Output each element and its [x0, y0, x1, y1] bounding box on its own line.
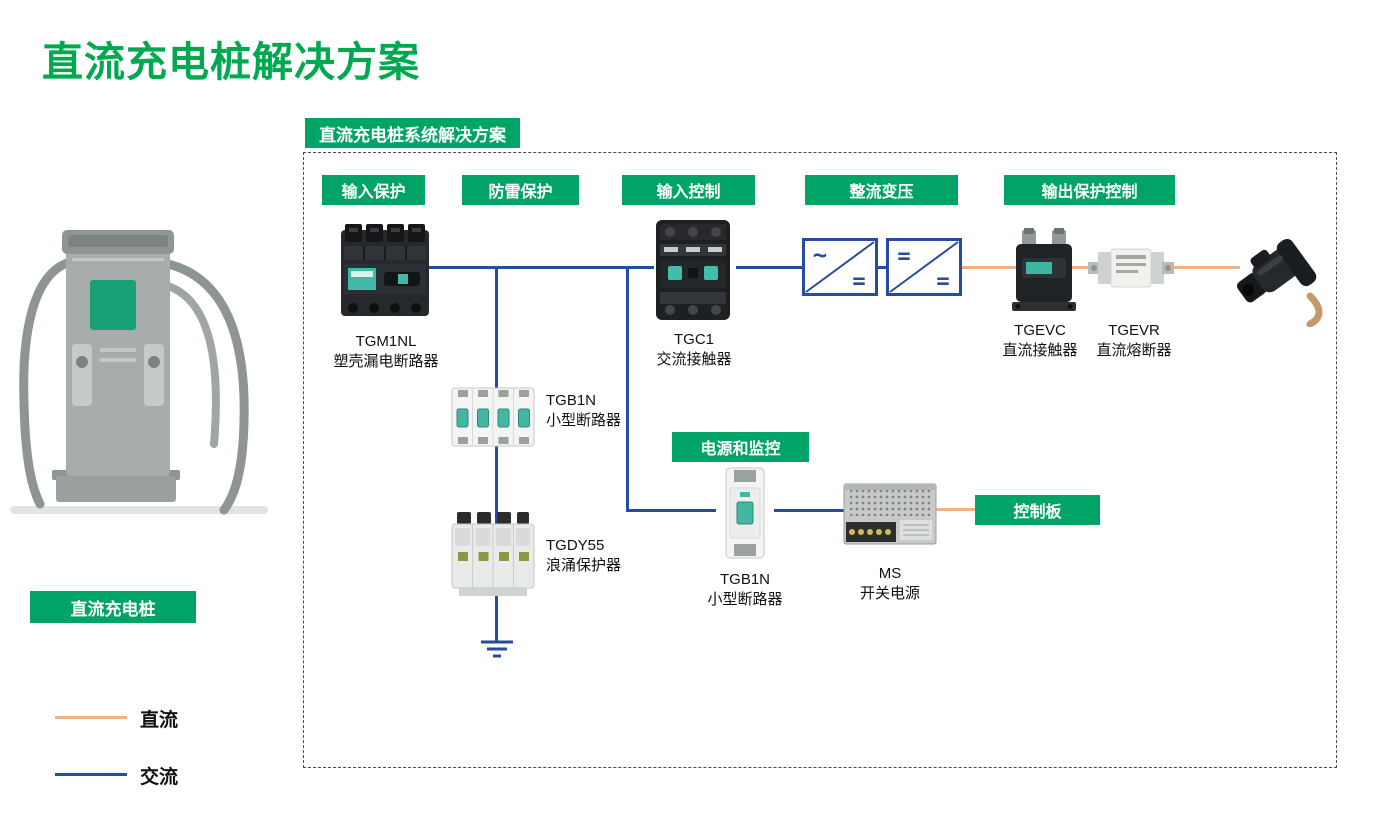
- tgdy55-surge-protector-image: [449, 510, 537, 598]
- badge-output-protection: 输出保护控制: [1004, 175, 1175, 205]
- wire-ac-rectifier-link: [876, 266, 886, 269]
- badge-power-monitoring: 电源和监控: [672, 432, 809, 462]
- ms-label: MS 开关电源: [840, 564, 940, 605]
- legend-ac-line-icon: [55, 773, 127, 776]
- tgm1nl-model: TGM1NL: [355, 333, 417, 350]
- tgb1n-4p-model: TGB1N: [546, 392, 597, 409]
- tgb1n-1p-model: TGB1N: [719, 571, 770, 588]
- tgc1-name: 交流接触器: [656, 351, 732, 369]
- wire-ac-branch-monitoring: [626, 266, 629, 512]
- tgevc-dc-contactor-image: [1010, 228, 1078, 314]
- tgdy55-name: 浪涌保护器: [546, 557, 622, 575]
- ms-power-supply-image: [842, 476, 938, 548]
- badge-input-protection: 输入保护: [322, 175, 425, 205]
- legend-dc-line-icon: [55, 716, 127, 719]
- badge-surge-protection: 防雷保护: [462, 175, 579, 205]
- ms-name: 开关电源: [859, 585, 920, 603]
- tgevr-label: TGEVR 直流熔断器: [1079, 321, 1189, 362]
- tgm1nl-breaker-image: [338, 220, 432, 322]
- tgevr-model: TGEVR: [1108, 322, 1160, 339]
- pile-label-badge: 直流充电桩: [30, 591, 196, 623]
- diagram-dashed-box: [303, 152, 1337, 768]
- wire-ac-breaker-to-psu: [774, 509, 846, 512]
- charging-gun-image: [1226, 222, 1326, 327]
- tgb1n-1p-name: 小型断路器: [707, 591, 783, 609]
- dc-dc-converter-icon: = =: [886, 238, 962, 296]
- legend-dc-label: 直流: [140, 710, 179, 731]
- dc-charging-pile-illustration: [8, 222, 280, 540]
- badge-rectification: 整流变压: [805, 175, 958, 205]
- tgm1nl-label: TGM1NL 塑壳漏电断路器: [300, 332, 472, 373]
- tgb1n-4p-breaker-image: [450, 382, 536, 452]
- tgevc-model: TGEVC: [1014, 322, 1066, 339]
- tgevc-label: TGEVC 直流接触器: [985, 321, 1095, 362]
- ms-model: MS: [878, 565, 902, 582]
- tgevr-name: 直流熔断器: [1096, 342, 1172, 360]
- acdc-top-symbol: ~: [813, 241, 827, 269]
- ac-dc-converter-icon: ~ =: [802, 238, 878, 296]
- dcdc-bottom-symbol: =: [936, 269, 949, 294]
- wire-ac-branch-protection: [495, 266, 498, 641]
- acdc-bottom-symbol: =: [852, 269, 865, 294]
- tgdy55-label: TGDY55 浪涌保护器: [546, 536, 676, 577]
- tgdy55-model: TGDY55: [546, 537, 605, 554]
- wire-dc-to-control-board: [934, 508, 976, 511]
- tgevc-name: 直流接触器: [1002, 342, 1078, 360]
- legend-ac-label: 交流: [140, 767, 179, 788]
- tgevr-dc-fuse-image: [1088, 244, 1174, 292]
- tgc1-model: TGC1: [673, 331, 714, 348]
- tgb1n-1p-label: TGB1N 小型断路器: [683, 570, 807, 611]
- tgb1n-4p-label: TGB1N 小型断路器: [546, 391, 666, 432]
- wire-ac-to-rectifier: [736, 266, 802, 269]
- wire-ac-main: [428, 266, 654, 269]
- page-title: 直流充电桩解决方案: [42, 39, 420, 85]
- ground-icon: [479, 639, 515, 663]
- tgb1n-4p-name: 小型断路器: [546, 412, 622, 430]
- diagram-header-badge: 直流充电桩系统解决方案: [305, 118, 520, 148]
- wire-ac-monitoring-horizontal: [626, 509, 716, 512]
- dcdc-top-symbol: =: [897, 244, 910, 269]
- tgm1nl-name: 塑壳漏电断路器: [333, 353, 439, 371]
- tgc1-contactor-image: [648, 218, 738, 322]
- tgb1n-1p-breaker-image: [714, 464, 776, 562]
- badge-input-control: 输入控制: [622, 175, 755, 205]
- badge-control-board: 控制板: [975, 495, 1100, 525]
- tgc1-label: TGC1 交流接触器: [622, 330, 766, 371]
